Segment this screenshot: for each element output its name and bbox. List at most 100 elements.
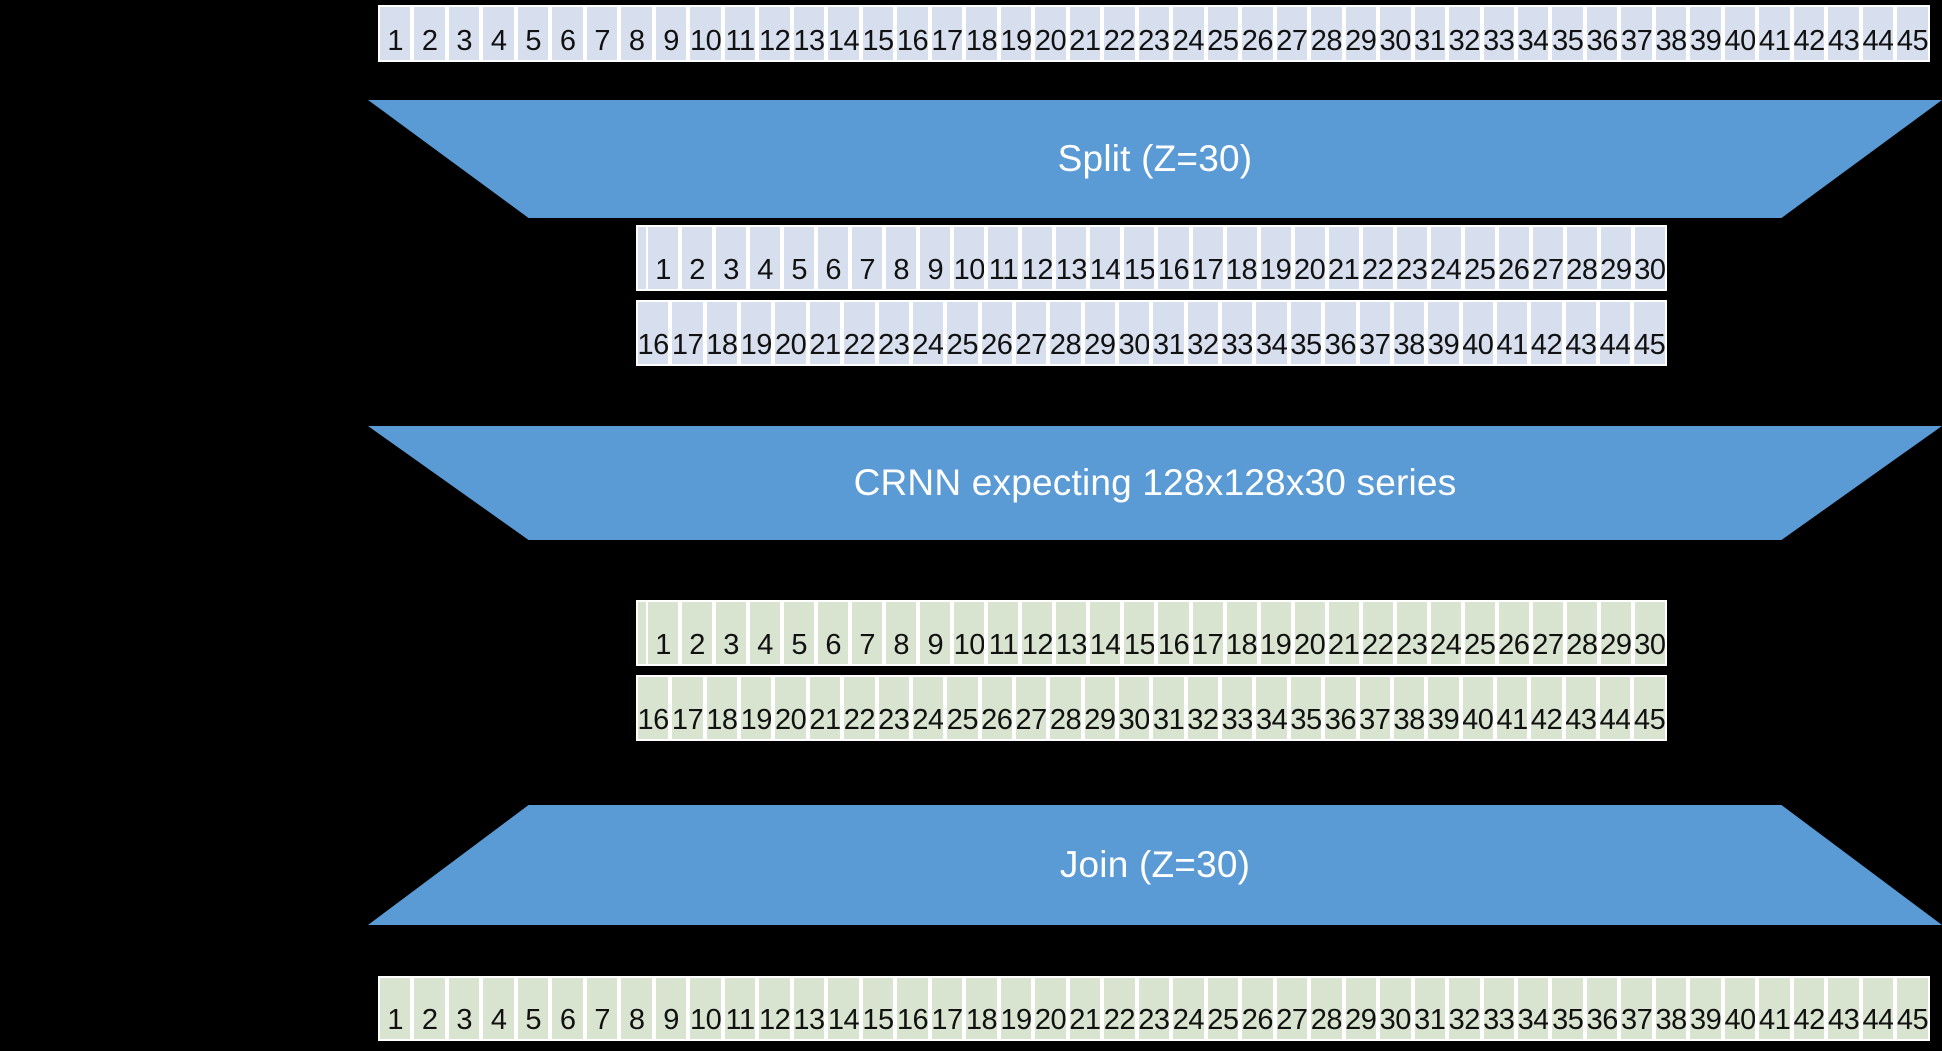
sequence-cell: 43 [1826, 976, 1861, 1041]
sequence-cell: 3 [714, 225, 749, 291]
sequence-cell: 24 [1428, 600, 1463, 666]
sequence-cell: 1 [378, 976, 413, 1041]
sequence-cell: 26 [1240, 976, 1275, 1041]
sequence-cell: 5 [515, 5, 551, 62]
sequence-cell: 17 [670, 300, 705, 366]
sequence-cell: 22 [1360, 600, 1395, 666]
sequence-cell: 13 [1054, 600, 1089, 666]
split-trapezoid: Split (Z=30) [368, 100, 1942, 218]
sequence-cell: 27 [1274, 5, 1310, 62]
sequence-cell: 20 [1033, 5, 1068, 62]
sequence-cell: 11 [722, 976, 758, 1041]
sequence-cell: 25 [945, 675, 980, 741]
sequence-cell: 45 [1895, 976, 1930, 1041]
sequence-cell: 39 [1688, 976, 1723, 1041]
sequence-cell: 9 [653, 5, 689, 62]
sequence-cell: 19 [739, 675, 774, 741]
sequence-cell: 42 [1529, 300, 1564, 366]
sequence-cell: 18 [1224, 225, 1259, 291]
sequence-cell: 30 [1117, 675, 1152, 741]
sequence-cell: 24 [910, 675, 946, 741]
join-label: Join (Z=30) [1059, 844, 1251, 885]
sequence-cell: 2 [412, 5, 447, 62]
sequence-cell: 29 [1082, 675, 1118, 741]
sequence-cell: 22 [1102, 5, 1137, 62]
sequence-cell: 17 [670, 675, 705, 741]
sequence-cell: 24 [1428, 225, 1463, 291]
sequence-cell: 20 [1292, 225, 1327, 291]
sequence-cell: 35 [1550, 976, 1585, 1041]
sequence-cell: 36 [1584, 5, 1620, 62]
sequence-cell: 30 [1378, 976, 1413, 1041]
sequence-cell: 42 [1529, 675, 1564, 741]
sequence-cell: 12 [1020, 600, 1055, 666]
sequence-cell: 18 [704, 675, 740, 741]
sequence-cell: 32 [1185, 300, 1221, 366]
sequence-cell: 20 [773, 675, 808, 741]
sequence-cell: 7 [850, 225, 885, 291]
sequence-cell: 42 [1791, 5, 1827, 62]
sequence-cell: 13 [1054, 225, 1089, 291]
sequence-cell: 7 [850, 600, 885, 666]
sequence-cell-stub [636, 600, 646, 666]
sequence-cell: 45 [1632, 300, 1667, 366]
sequence-cell: 34 [1515, 976, 1551, 1041]
sequence-cell: 9 [918, 600, 953, 666]
sequence-cell: 14 [1088, 225, 1123, 291]
sequence-cell: 33 [1481, 976, 1516, 1041]
sequence-cell: 30 [1378, 5, 1413, 62]
sequence-cell: 33 [1481, 5, 1516, 62]
sequence-cell: 39 [1426, 675, 1461, 741]
sequence-cell: 23 [1394, 600, 1429, 666]
sequence-cell: 12 [757, 5, 792, 62]
sequence-cell: 14 [826, 5, 861, 62]
sequence-cell: 26 [1496, 225, 1531, 291]
sequence-cell: 30 [1117, 300, 1152, 366]
sequence-cell: 16 [895, 5, 930, 62]
sequence-cell: 31 [1151, 300, 1186, 366]
sequence-cell: 34 [1515, 5, 1551, 62]
sequence-cell: 38 [1653, 976, 1689, 1041]
sequence-cell: 15 [1122, 225, 1157, 291]
sequence-cell: 24 [1171, 5, 1206, 62]
sequence-cell: 43 [1563, 675, 1599, 741]
sequence-cell: 40 [1722, 5, 1758, 62]
sequence-cell: 31 [1412, 5, 1448, 62]
sequence-cell: 9 [918, 225, 953, 291]
sequence-cell: 20 [773, 300, 808, 366]
sequence-cell: 21 [1067, 976, 1103, 1041]
sequence-cell: 37 [1357, 300, 1392, 366]
sequence-cell: 36 [1323, 675, 1358, 741]
sequence-cell: 44 [1598, 300, 1633, 366]
sequence-cell: 32 [1185, 675, 1221, 741]
sequence-cell: 26 [979, 675, 1014, 741]
sequence-cell: 5 [515, 976, 551, 1041]
sequence-cell: 16 [636, 675, 671, 741]
sequence-cell: 31 [1412, 976, 1448, 1041]
sequence-cell: 21 [807, 675, 843, 741]
sequence-cell: 22 [1102, 976, 1137, 1041]
sequence-cell: 18 [1224, 600, 1259, 666]
sequence-cell: 36 [1323, 300, 1358, 366]
sequence-cell: 38 [1391, 675, 1427, 741]
sequence-cell: 21 [1067, 5, 1103, 62]
sequence-cell: 18 [964, 976, 999, 1041]
sequence-cell: 19 [1258, 600, 1293, 666]
sequence-cell: 37 [1357, 675, 1392, 741]
sequence-cell: 37 [1619, 5, 1654, 62]
sequence-cell: 41 [1494, 675, 1530, 741]
sequence-cell: 1 [646, 225, 681, 291]
sequence-cell: 44 [1860, 5, 1896, 62]
sequence-cell: 2 [412, 976, 447, 1041]
sequence-cell: 16 [895, 976, 930, 1041]
sequence-cell: 33 [1220, 675, 1255, 741]
sequence-cell: 11 [722, 5, 758, 62]
sequence-cell: 23 [876, 300, 911, 366]
sequence-cell: 16 [1156, 225, 1191, 291]
sequence-cell: 27 [1013, 675, 1049, 741]
sequence-cell: 35 [1288, 300, 1324, 366]
sequence-cell: 18 [704, 300, 740, 366]
sequence-cell: 2 [680, 600, 715, 666]
